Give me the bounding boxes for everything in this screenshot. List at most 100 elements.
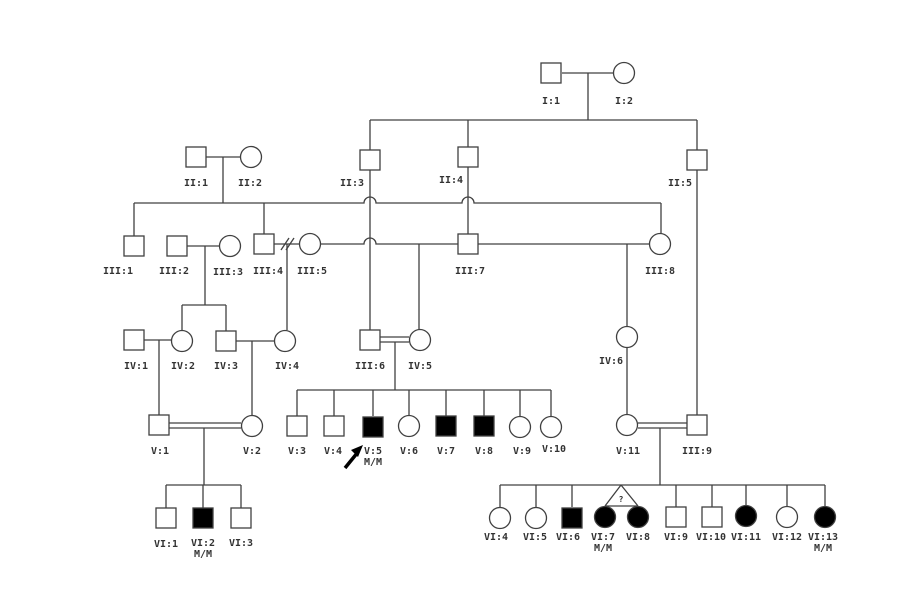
individual-iii-6-label: III:6: [355, 361, 385, 372]
individual-iii-4-square: [253, 233, 275, 255]
individual-v-7-square: [435, 415, 457, 437]
pedigree-annotations: ?: [343, 445, 624, 504]
individual-iii-9-square: [686, 414, 708, 436]
individual-vi-1-square: [155, 507, 177, 529]
individual-i-1-square: [540, 62, 562, 84]
individual-v-8-square: [473, 415, 495, 437]
individual-v-4-label: V:4: [324, 446, 342, 457]
individual-iii-1-label: III:1: [103, 266, 133, 277]
twin-line: [604, 484, 622, 507]
individual-iii-4-label: III:4: [253, 266, 283, 277]
individual-vi-8-label: VI:8: [626, 532, 650, 543]
individual-ii-2-label: II:2: [238, 178, 262, 189]
individual-iii-7-label: III:7: [455, 266, 485, 277]
individual-ii-3-label: II:3: [340, 178, 364, 189]
individual-v-5-square: [362, 416, 384, 438]
individual-iii-5-circle: [298, 232, 322, 256]
individual-v-5-label: V:5: [364, 446, 382, 457]
divorce-mark: [280, 237, 290, 251]
individual-iv-1-square: [123, 329, 145, 351]
individual-v-11-label: V:11: [616, 446, 640, 457]
individual-vi-11-label: VI:11: [731, 532, 761, 543]
individual-vi-3-square: [230, 507, 252, 529]
individual-vi-13-genotype: M/M: [814, 543, 832, 554]
individual-iii-6-square: [359, 329, 381, 351]
individual-vi-2-genotype: M/M: [194, 549, 212, 560]
individual-iv-6-circle: [615, 325, 639, 349]
individual-v-9-label: V:9: [513, 446, 531, 457]
individual-vi-7-circle: [593, 505, 617, 529]
individual-v-11-circle: [615, 413, 639, 437]
individual-v-7-label: V:7: [437, 446, 455, 457]
pedigree-connector-lines: [133, 72, 826, 508]
twin-line: [620, 484, 639, 507]
individual-v-2-label: V:2: [243, 446, 261, 457]
individual-v-1-square: [148, 414, 170, 436]
individual-v-1-label: V:1: [151, 446, 169, 457]
individual-iv-3-label: IV:3: [214, 361, 238, 372]
individual-iii-7-square: [457, 233, 479, 255]
individual-v-4-square: [323, 415, 345, 437]
individual-vi-4-circle: [488, 506, 512, 530]
individual-vi-10-label: VI:10: [696, 532, 726, 543]
individual-vi-7-label: VI:7: [591, 532, 615, 543]
individual-vi-11-circle: [734, 504, 758, 528]
individual-ii-3-square: [359, 149, 381, 171]
individual-iii-1-square: [123, 235, 145, 257]
individual-iv-2-circle: [170, 329, 194, 353]
individual-vi-8-circle: [626, 505, 650, 529]
individual-v-3-square: [286, 415, 308, 437]
twin-zygosity-marker: ?: [619, 495, 624, 504]
individual-v-10-label: V:10: [542, 444, 566, 455]
individual-vi-5-circle: [524, 506, 548, 530]
individual-iii-8-label: III:8: [645, 266, 675, 277]
individual-vi-9-label: VI:9: [664, 532, 688, 543]
individual-iv-6-label: IV:6: [599, 356, 623, 367]
individual-v-9-circle: [508, 415, 532, 439]
individual-iv-2-label: IV:2: [171, 361, 195, 372]
individual-iv-1-label: IV:1: [124, 361, 148, 372]
individual-v-6-label: V:6: [400, 446, 418, 457]
individual-v-6-circle: [397, 414, 421, 438]
individual-vi-12-circle: [775, 505, 799, 529]
sibship-line: [134, 196, 661, 204]
mating-line: [321, 237, 458, 245]
individual-vi-3-label: VI:3: [229, 538, 253, 549]
individual-vi-1-label: VI:1: [154, 539, 178, 550]
individual-i-2-label: I:2: [615, 96, 633, 107]
individual-iii-5-label: III:5: [297, 266, 327, 277]
individual-iv-5-circle: [408, 328, 432, 352]
individual-iii-9-label: III:9: [682, 446, 712, 457]
individual-iv-3-square: [215, 330, 237, 352]
individual-vi-13-circle: [813, 505, 837, 529]
individual-iii-3-label: III:3: [213, 267, 243, 278]
individual-iv-4-label: IV:4: [275, 361, 299, 372]
individual-vi-12-label: VI:12: [772, 532, 802, 543]
individual-iii-8-circle: [648, 232, 672, 256]
individual-iv-5-label: IV:5: [408, 361, 432, 372]
individual-iii-2-square: [166, 235, 188, 257]
proband-arrow-icon: [351, 445, 363, 457]
individual-vi-5-label: VI:5: [523, 532, 547, 543]
individual-ii-5-square: [686, 149, 708, 171]
individual-i-1-label: I:1: [542, 96, 560, 107]
individual-v-2-circle: [240, 414, 264, 438]
individual-v-3-label: V:3: [288, 446, 306, 457]
individual-ii-4-square: [457, 146, 479, 168]
individual-ii-4-label: II:4: [439, 175, 463, 186]
individual-vi-13-label: VI:13: [808, 532, 838, 543]
individual-ii-1-label: II:1: [184, 178, 208, 189]
individual-ii-1-square: [185, 146, 207, 168]
individual-vi-6-square: [561, 507, 583, 529]
individual-vi-2-label: VI:2: [191, 538, 215, 549]
individual-v-10-circle: [539, 415, 563, 439]
individual-iii-3-circle: [218, 234, 242, 258]
individual-vi-7-genotype: M/M: [594, 543, 612, 554]
individual-iv-4-circle: [273, 329, 297, 353]
individual-ii-5-label: II:5: [668, 178, 692, 189]
individual-iii-2-label: III:2: [159, 266, 189, 277]
individual-vi-10-square: [701, 506, 723, 528]
individual-ii-2-circle: [239, 145, 263, 169]
